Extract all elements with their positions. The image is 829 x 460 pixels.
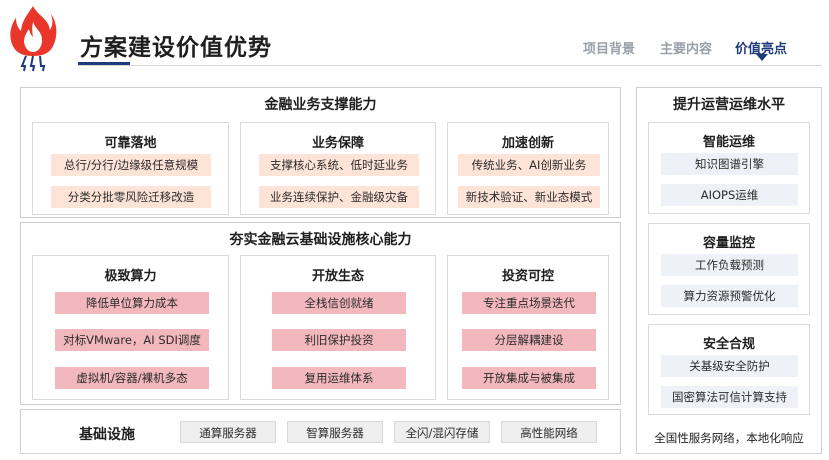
- card-title: 业务保障: [311, 136, 364, 151]
- card-business-assurance: 业务保障 支撑核心系统、低时延业务 业务连续保护、金融级灾备: [240, 122, 436, 215]
- card-capacity-monitoring: 容量监控 工作负载预测 算力资源预警优化: [648, 223, 810, 315]
- cloud-panel-title: 夯实金融云基础设施核心能力: [229, 232, 412, 248]
- ops-panel-title: 提升运营运维水平: [673, 97, 785, 113]
- capability-item: 算力资源预警优化: [661, 285, 798, 307]
- card-title: 投资可控: [501, 269, 554, 284]
- card-reliable-landing: 可靠落地 总行/分行/边缘级任意规模 分类分批零风险迁移改造: [32, 122, 229, 215]
- capability-item: 开放集成与被集成: [462, 367, 596, 389]
- card-title: 极致算力: [104, 269, 157, 284]
- infra-item-ai-server: 智算服务器: [287, 421, 383, 443]
- finance-panel-title: 金融业务支撑能力: [264, 97, 377, 113]
- infra-item-storage: 全闪/混闪存储: [394, 421, 490, 443]
- card-security-compliance: 安全合规 关基级安全防护 国密算法可信计算支持: [648, 324, 810, 415]
- card-accelerated-innovation: 加速创新 传统业务、AI创新业务 新技术验证、新业态模式: [447, 122, 609, 215]
- capability-item: 复用运维体系: [272, 367, 406, 389]
- infrastructure-label: 基础设施: [79, 427, 135, 443]
- capability-item: 对标VMware，AI SDI调度: [55, 329, 209, 351]
- finance-support-panel: 金融业务支撑能力 可靠落地 总行/分行/边缘级任意规模 分类分批零风险迁移改造 …: [20, 87, 621, 218]
- capability-item: 总行/分行/边缘级任意规模: [51, 154, 211, 176]
- capability-item: 关基级安全防护: [661, 355, 798, 377]
- capability-item: 业务连续保护、金融级灾备: [259, 186, 419, 208]
- capability-item: 虚拟机/容器/裸机多态: [55, 367, 209, 389]
- capability-item: 全栈信创就绪: [272, 292, 406, 314]
- capability-item: 知识图谱引擎: [661, 153, 798, 175]
- ops-improvement-panel: 提升运营运维水平 智能运维 知识图谱引擎 AIOPS运维 容量监控 工作负载预测…: [636, 87, 822, 454]
- infrastructure-row: 基础设施 通算服务器 智算服务器 全闪/混闪存储 高性能网络: [20, 409, 621, 454]
- infra-item-network: 高性能网络: [501, 421, 597, 443]
- card-title: 容量监控: [702, 236, 755, 251]
- capability-item: 分层解耦建设: [462, 329, 596, 351]
- capability-item: 分类分批零风险迁移改造: [51, 186, 211, 208]
- capability-item: 新技术验证、新业态模式: [458, 186, 600, 208]
- card-extreme-compute: 极致算力 降低单位算力成本 对标VMware，AI SDI调度 虚拟机/容器/裸…: [32, 255, 229, 400]
- card-title: 安全合规: [702, 337, 755, 352]
- title-divider: [78, 65, 822, 66]
- card-investment-control: 投资可控 专注重点场景迭代 分层解耦建设 开放集成与被集成: [447, 255, 609, 400]
- capability-item: AIOPS运维: [661, 184, 798, 206]
- tab-project-background[interactable]: 项目背景: [583, 42, 636, 57]
- tab-value-highlights[interactable]: 价值亮点: [735, 42, 788, 57]
- capability-item: 传统业务、AI创新业务: [458, 154, 600, 176]
- capability-item: 国密算法可信计算支持: [661, 386, 798, 408]
- cloud-infrastructure-panel: 夯实金融云基础设施核心能力 极致算力 降低单位算力成本 对标VMware，AI …: [20, 222, 621, 405]
- title-underline: [78, 62, 130, 66]
- capability-item: 支撑核心系统、低时延业务: [259, 154, 419, 176]
- card-title: 加速创新: [501, 136, 554, 151]
- flame-logo-icon: [10, 6, 57, 72]
- tab-main-content[interactable]: 主要内容: [660, 42, 713, 57]
- capability-item: 利旧保护投资: [272, 329, 406, 351]
- card-title: 可靠落地: [104, 136, 157, 151]
- service-network-note: 全国性服务网络，本地化响应: [654, 431, 804, 445]
- infra-item-general-server: 通算服务器: [180, 421, 276, 443]
- card-open-ecosystem: 开放生态 全栈信创就绪 利旧保护投资 复用运维体系: [240, 255, 436, 400]
- capability-item: 专注重点场景迭代: [462, 292, 596, 314]
- capability-item: 工作负载预测: [661, 254, 798, 276]
- page-title: 方案建设价值优势: [80, 35, 272, 61]
- card-title: 智能运维: [702, 135, 755, 150]
- card-intelligent-ops: 智能运维 知识图谱引擎 AIOPS运维: [648, 122, 810, 214]
- card-title: 开放生态: [311, 269, 364, 284]
- capability-item: 降低单位算力成本: [55, 292, 209, 314]
- active-tab-indicator: [756, 54, 768, 61]
